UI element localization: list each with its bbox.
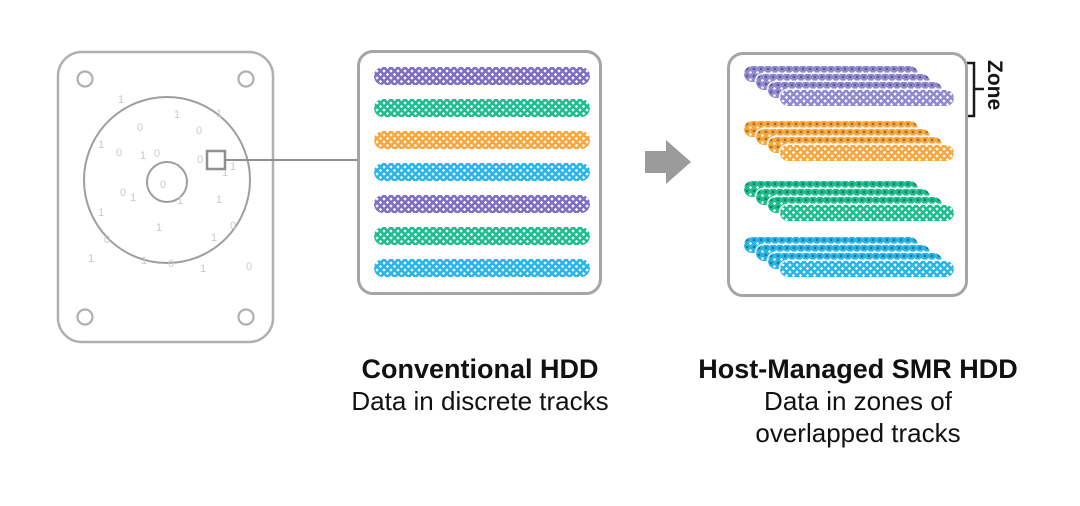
conventional-subtitle: Data in discrete tracks <box>351 386 609 416</box>
conventional-title: Conventional HDD <box>361 354 599 384</box>
binary-digit: 1 <box>130 192 136 204</box>
binary-digit: 1 <box>216 108 222 120</box>
binary-digit: 0 <box>137 122 143 134</box>
mounting-hole-icon <box>76 308 94 326</box>
binary-digit: 1 <box>177 195 183 207</box>
binary-digit: 0 <box>197 154 203 166</box>
discrete-track-purple <box>374 195 590 213</box>
zone-label: Zone <box>983 60 1006 110</box>
smr-subtitle-line2: overlapped tracks <box>755 418 961 448</box>
smr-panel <box>727 52 968 297</box>
mounting-hole-icon <box>237 308 255 326</box>
binary-digit: 1 <box>141 255 147 267</box>
discrete-track-green <box>374 227 590 245</box>
binary-digit: 0 <box>246 261 252 273</box>
smr-title: Host-Managed SMR HDD <box>698 354 1018 384</box>
overlapped-track-cyan <box>780 261 954 277</box>
binary-digit: 0 <box>120 187 126 199</box>
binary-digit: 1 <box>230 161 236 173</box>
overlapped-track-green <box>780 205 954 221</box>
binary-digit: 1 <box>88 253 94 265</box>
binary-digit: 0 <box>196 125 202 137</box>
magnifier-square-icon <box>205 149 227 171</box>
mounting-hole-icon <box>237 70 255 88</box>
hdd-body <box>56 50 275 344</box>
overlapped-track-orange <box>780 145 954 161</box>
binary-digit: 0 <box>104 234 110 246</box>
binary-digit: 0 <box>160 179 166 191</box>
discrete-track-orange <box>374 131 590 149</box>
binary-digit: 1 <box>140 150 146 162</box>
discrete-track-green <box>374 99 590 117</box>
discrete-track-cyan <box>374 163 590 181</box>
discrete-track-cyan <box>374 259 590 277</box>
discrete-track-purple <box>374 67 590 85</box>
binary-digit: 1 <box>211 232 217 244</box>
binary-digit: 1 <box>174 109 180 121</box>
binary-digit: 1 <box>98 139 104 151</box>
binary-digit: 0 <box>230 220 236 232</box>
platter-circle <box>83 96 251 264</box>
binary-digit: 0 <box>168 258 174 270</box>
smr-caption: Host-Managed SMR HDD Data in zones of ov… <box>692 353 1024 449</box>
binary-digit: 1 <box>222 167 228 179</box>
binary-digit: 1 <box>216 194 222 206</box>
conventional-caption: Conventional HDD Data in discrete tracks <box>320 353 640 417</box>
spindle-hole <box>146 161 188 203</box>
binary-digit: 1 <box>98 207 104 219</box>
binary-digit: 1 <box>118 94 124 106</box>
smr-subtitle-line1: Data in zones of <box>764 386 952 416</box>
right-arrow-icon <box>645 140 691 184</box>
binary-digit: 1 <box>200 263 206 275</box>
binary-digit: 0 <box>154 148 160 160</box>
mounting-hole-icon <box>76 70 94 88</box>
overlapped-track-purple_light <box>780 90 954 106</box>
conventional-panel <box>357 50 602 295</box>
binary-digit: 0 <box>116 147 122 159</box>
binary-digit: 1 <box>156 222 162 234</box>
